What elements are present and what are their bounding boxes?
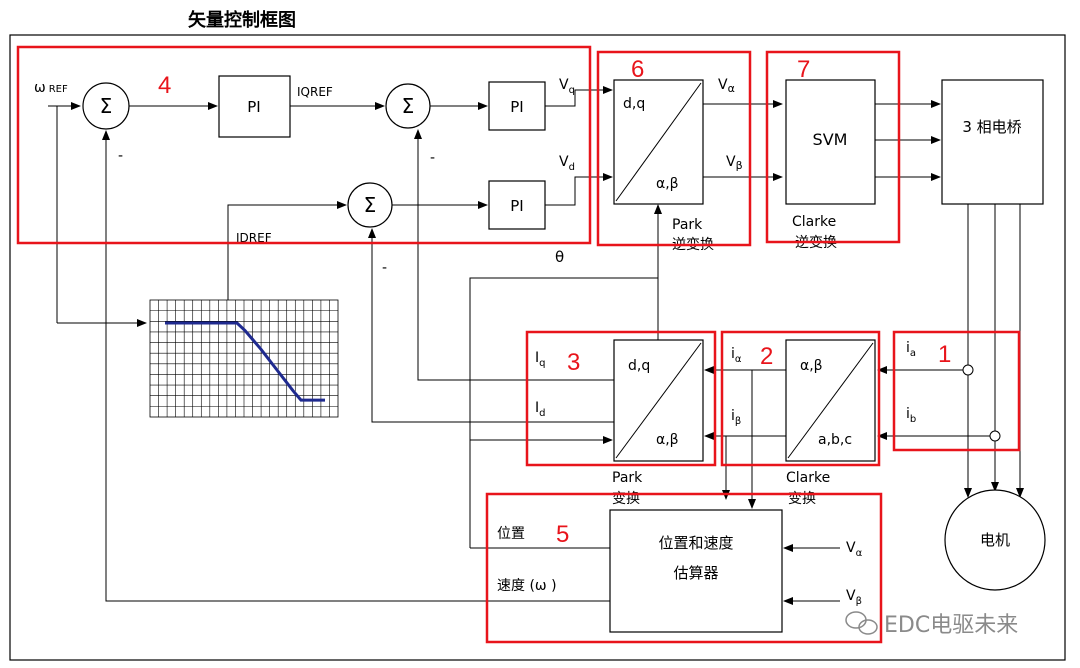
idref-label: IDREF bbox=[236, 231, 272, 245]
pi-iq-label: PI bbox=[510, 98, 523, 116]
park-caption: Park bbox=[612, 470, 643, 486]
inverse-park-bottom: α,β bbox=[656, 176, 679, 192]
pi-speed-label: PI bbox=[247, 98, 260, 116]
clarke-caption2: 变换 bbox=[788, 490, 816, 507]
vq-arrow bbox=[545, 86, 613, 107]
region-number-5: 5 bbox=[556, 521, 569, 548]
field-weakening-chart bbox=[149, 299, 339, 418]
ia-label: ia bbox=[906, 340, 916, 359]
clarke-bottom: a,b,c bbox=[818, 432, 852, 448]
park-caption2: 变换 bbox=[612, 490, 640, 507]
pi-id-label: PI bbox=[510, 197, 523, 215]
region-box-7 bbox=[765, 50, 901, 244]
park-bottom: α,β bbox=[656, 432, 679, 448]
region-box-5 bbox=[485, 492, 883, 644]
svm-caption: Clarke bbox=[792, 214, 836, 230]
sum-symbol-speed: Σ bbox=[100, 94, 113, 118]
ibeta-label: iβ bbox=[731, 408, 741, 427]
watermark: EDC电驱未来 bbox=[845, 611, 1018, 638]
iqref-label: IQREF bbox=[297, 85, 333, 99]
minus-speed: - bbox=[118, 148, 123, 164]
estimator-line1: 位置和速度 bbox=[658, 534, 733, 552]
motor-label: 电机 bbox=[980, 531, 1010, 549]
vbeta-label: Vβ bbox=[726, 154, 743, 172]
svm-label: SVM bbox=[813, 130, 848, 149]
inverse-park-top: d,q bbox=[623, 96, 645, 112]
vd-arrow bbox=[545, 173, 613, 206]
sensor-ib bbox=[989, 430, 1001, 442]
region-number-4: 4 bbox=[158, 72, 171, 99]
outer-frame bbox=[9, 34, 1066, 661]
minus-id: - bbox=[382, 260, 387, 276]
pi-speed-block bbox=[218, 75, 291, 138]
valpha-label: Vα bbox=[718, 77, 735, 95]
estimator-valpha-label: Vα bbox=[846, 540, 863, 559]
bridge-label: 3 相电桥 bbox=[962, 118, 1021, 136]
chart-grid bbox=[150, 300, 338, 417]
speed-output-label: 速度 (ω ) bbox=[497, 578, 557, 594]
clarke-diagonal bbox=[787, 342, 874, 459]
park-top: d,q bbox=[628, 358, 650, 374]
region-box-1 bbox=[892, 330, 1021, 452]
region-number-3: 3 bbox=[567, 349, 580, 376]
idref-arrow bbox=[227, 201, 347, 300]
sensor-ia bbox=[962, 364, 974, 376]
region-box-4 bbox=[16, 45, 592, 245]
speed-feedback bbox=[102, 130, 612, 602]
theta-bus bbox=[469, 277, 658, 548]
iq-feedback bbox=[414, 129, 614, 381]
watermark-text: EDC电驱未来 bbox=[884, 613, 1018, 638]
estimator-vbeta-label: Vβ bbox=[846, 588, 862, 607]
motor-circle bbox=[944, 489, 1046, 591]
inverse-park-caption: Park bbox=[672, 217, 703, 233]
id-feedback bbox=[368, 228, 614, 423]
theta-label: θ bbox=[555, 248, 564, 266]
region-box-3 bbox=[525, 330, 717, 467]
ib-label: ib bbox=[906, 406, 916, 425]
region-number-1: 1 bbox=[938, 341, 951, 368]
position-speed-estimator-block bbox=[609, 509, 783, 633]
sum-symbol-iq: Σ bbox=[402, 94, 415, 118]
iq-label: Iq bbox=[535, 350, 546, 369]
region-box-2 bbox=[720, 330, 881, 467]
vq-label: Vq bbox=[559, 77, 575, 96]
ialpha-label: iα bbox=[731, 346, 742, 365]
diagram-title: 矢量控制框图 bbox=[188, 9, 296, 31]
svm-block bbox=[785, 79, 876, 205]
inverse-park-diagonal bbox=[615, 82, 702, 202]
clarke-top: α,β bbox=[800, 358, 823, 374]
clarke-caption: Clarke bbox=[786, 470, 830, 486]
id-label: Id bbox=[535, 400, 546, 419]
estimator-line2: 估算器 bbox=[673, 564, 718, 582]
region-number-2: 2 bbox=[760, 343, 773, 370]
region-number-7: 7 bbox=[797, 56, 810, 83]
region-number-6: 6 bbox=[631, 56, 644, 83]
region-box-6 bbox=[596, 50, 752, 247]
chart-series-line bbox=[165, 321, 325, 402]
vd-label: Vd bbox=[559, 154, 575, 173]
position-output-label: 位置 bbox=[497, 526, 525, 542]
park-diagonal bbox=[615, 342, 702, 459]
sum-symbol-id: Σ bbox=[364, 193, 377, 217]
minus-iq: - bbox=[430, 150, 435, 166]
three-phase-bridge-block bbox=[941, 79, 1044, 205]
wechat-icon bbox=[845, 611, 878, 635]
